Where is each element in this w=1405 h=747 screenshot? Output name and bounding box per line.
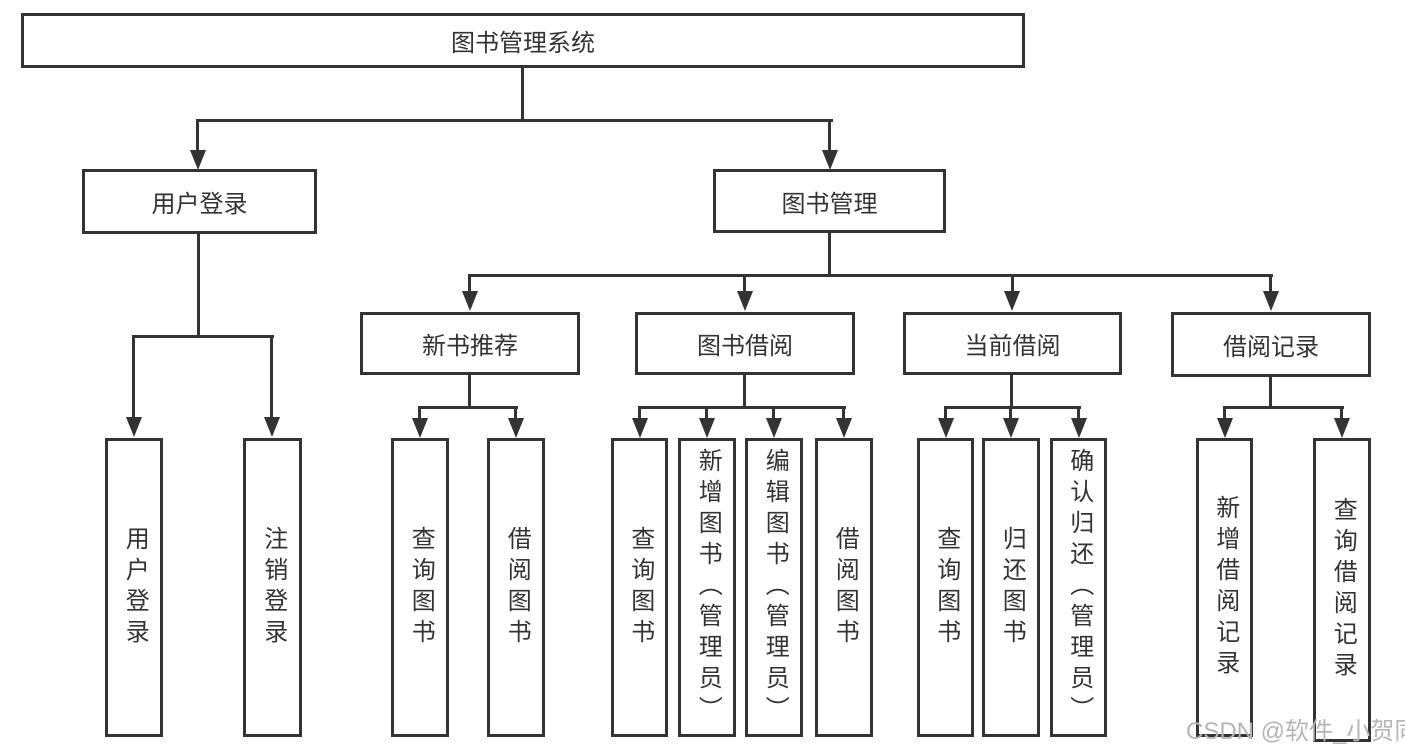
connector-to-user-login [196,119,199,155]
connector-to-cb-query [944,406,947,421]
node-leaf-bb-add-book-admin: 新增图书（管理员） [678,438,736,737]
connector-book-borrow-rail [639,406,846,409]
arrowhead [632,418,648,438]
arrowhead [190,150,206,170]
connector-to-new-book-rec [468,274,471,294]
connector-to-nb-query [418,406,421,421]
arrowhead [766,418,782,438]
arrowhead [938,418,954,438]
connector-current-borrow-rail [945,406,1081,409]
connector-to-br-add [1223,406,1226,421]
connector-book-mgmt-rail [469,274,1273,277]
arrowhead [1003,418,1019,438]
node-leaf-bb-query-book: 查询图书 [611,438,668,737]
connector-to-book-mgmt [828,119,831,155]
node-book-borrow: 图书借阅 [635,312,855,375]
connector-current-borrow-stem [1010,375,1013,409]
node-borrow-records: 借阅记录 [1171,312,1371,377]
arrowhead [508,418,524,438]
arrowhead [412,418,428,438]
connector-to-br-query [1340,406,1343,421]
node-leaf-cb-confirm-return-admin: 确认归还（管理员） [1050,438,1107,737]
arrowhead [1263,291,1279,311]
node-leaf-cb-return-book: 归还图书 [982,438,1040,737]
connector-to-book-borrow [743,274,746,294]
node-leaf-br-query-record: 查询借阅记录 [1313,438,1371,742]
node-book-mgmt-branch: 图书管理 [713,169,946,233]
connector-to-bb-edit [772,406,775,421]
node-leaf-bb-borrow-book: 借阅图书 [815,438,873,737]
node-leaf-br-add-record: 新增借阅记录 [1196,438,1253,737]
arrowhead [1071,418,1087,438]
node-leaf-logout: 注销登录 [243,438,302,737]
arrowhead [822,150,838,170]
connector-borrow-records-rail [1224,406,1344,409]
connector-book-mgmt-stem [828,233,831,277]
connector-to-leaf-logout [270,335,273,419]
connector-to-bb-add [705,406,708,421]
node-new-book-rec: 新书推荐 [360,312,580,375]
arrowhead [462,291,478,311]
connector-user-login-stem [197,234,200,338]
node-leaf-nb-query-book: 查询图书 [391,438,449,737]
connector-to-cb-confirm [1077,406,1080,421]
node-current-borrow: 当前借阅 [903,312,1122,375]
node-leaf-cb-query-book: 查询图书 [917,438,974,737]
node-leaf-nb-borrow-book: 借阅图书 [487,438,545,737]
connector-to-leaf-user-login [132,335,135,419]
arrowhead [1004,291,1020,311]
connector-book-borrow-stem [743,375,746,409]
csdn-watermark: CSDN @软件_小贺同学 [1186,718,1405,745]
arrowhead [737,291,753,311]
arrowhead [126,417,142,437]
connector-root-stem [521,67,524,122]
connector-user-login-rail [133,335,274,338]
connector-root-rail [197,119,833,122]
node-user-login-branch: 用户登录 [82,169,317,234]
arrowhead [699,418,715,438]
connector-to-cb-return [1009,406,1012,421]
node-leaf-user-login: 用户登录 [105,438,163,737]
connector-borrow-records-stem [1269,375,1272,409]
arrowhead [1334,418,1350,438]
connector-to-nb-borrow [514,406,517,421]
connector-new-book-rec-stem [468,375,471,409]
connector-to-bb-query [638,406,641,421]
connector-to-borrow-records [1269,274,1272,294]
connector-to-bb-borrow [842,406,845,421]
arrowhead [264,417,280,437]
connector-to-current-borrow [1011,274,1014,294]
connector-new-book-rec-rail [419,406,518,409]
arrowhead [1217,418,1233,438]
node-root-system: 图书管理系统 [21,13,1025,68]
node-leaf-bb-edit-book-admin: 编辑图书（管理员） [745,438,803,737]
arrowhead [836,418,852,438]
